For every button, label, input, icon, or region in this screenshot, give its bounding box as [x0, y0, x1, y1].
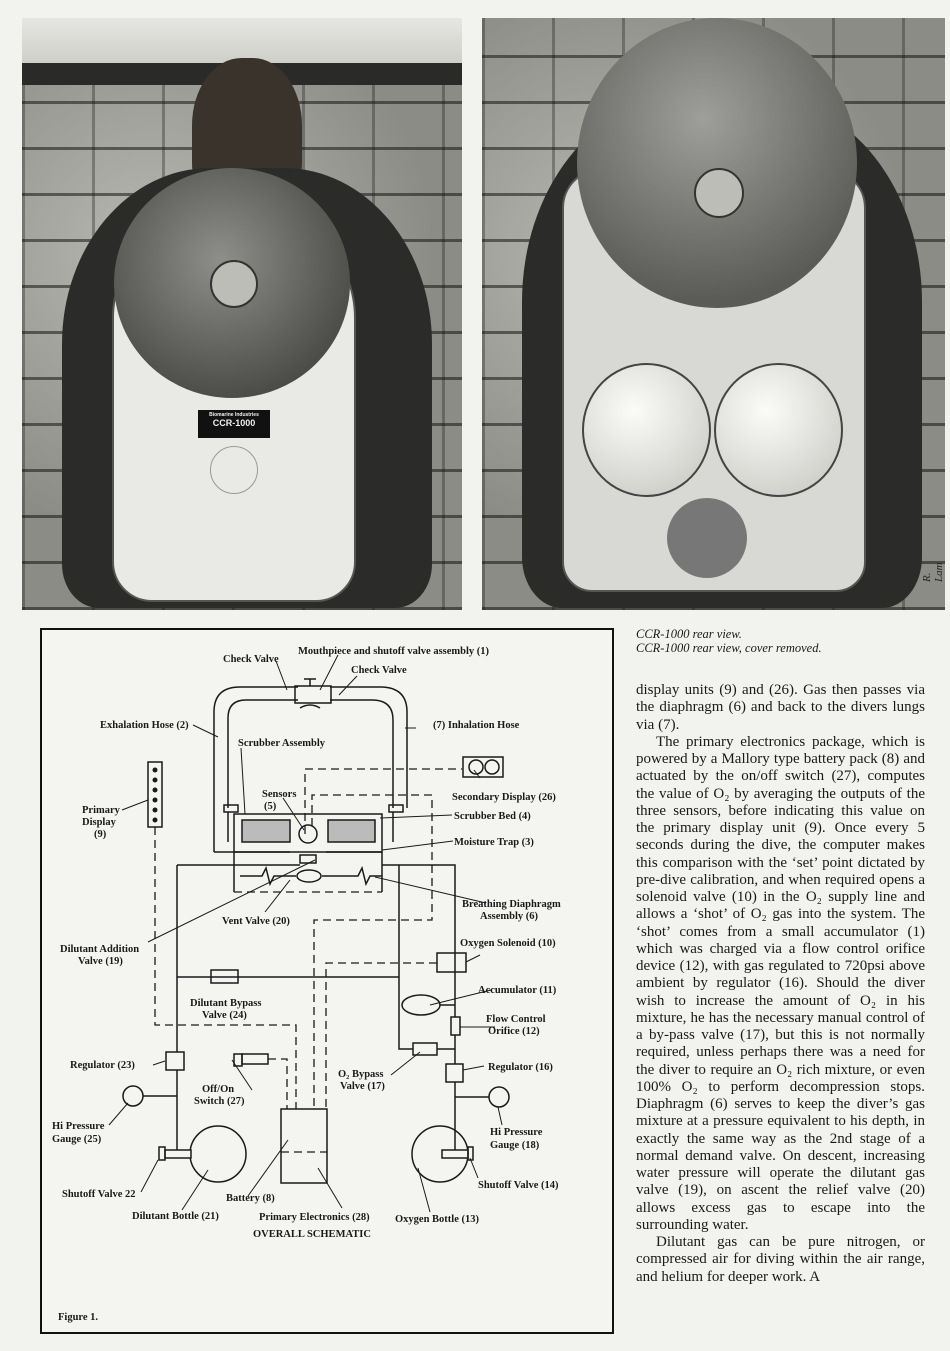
caption-rear-view: CCR-1000 rear view. [636, 627, 742, 641]
mouthpiece [294, 685, 332, 704]
solenoid-signal-line [325, 962, 437, 1109]
dilutant-bottle [189, 1125, 247, 1183]
dome-cap [210, 260, 258, 308]
label-hi-pressure-18: Hi Pressure [490, 1127, 543, 1138]
photo-credit: R. Lam [921, 562, 945, 582]
label-exhalation-hose: Exhalation Hose (2) [100, 720, 189, 731]
label-moisture-trap: Moisture Trap (3) [454, 837, 534, 848]
label-dilutant-addition-2: Valve (19) [78, 956, 123, 967]
photo-ccr-rear-view: Biomarine Industries CCR-1000 [22, 18, 462, 610]
oxygen-solenoid [436, 952, 467, 973]
electronics-canister [667, 498, 747, 578]
label-primary-display-3: (9) [94, 829, 107, 840]
shutoff-valve-22 [158, 1146, 166, 1161]
label-off-on-switch: Off/On [202, 1084, 234, 1095]
label-vent-valve: Vent Valve (20) [222, 916, 290, 927]
schematic-figure: Mouthpiece and shutoff valve assembly (1… [40, 628, 614, 1334]
label-dilutant-bottle: Dilutant Bottle (21) [132, 1211, 219, 1222]
label-dilutant-bypass-2: Valve (24) [202, 1010, 247, 1021]
regulator-23 [165, 1051, 185, 1071]
label-primary-display-2: Display [82, 817, 117, 828]
label-regulator-16: Regulator (16) [488, 1062, 553, 1073]
sky [22, 18, 462, 63]
hi-pressure-gauge-18 [488, 1086, 510, 1108]
label-accumulator: Accumulator (11) [478, 985, 557, 996]
label-regulator-23: Regulator (23) [70, 1060, 135, 1071]
display-signal-line [154, 827, 297, 1109]
label-check-valve-left: Check Valve [223, 654, 279, 665]
switch-signal-line [268, 1058, 288, 1109]
scrubber-dome [577, 18, 857, 308]
label-oxygen-solenoid: Oxygen Solenoid (10) [460, 938, 556, 949]
label-shutoff-14: Shutoff Valve (14) [478, 1180, 559, 1191]
label-sensors-number: (5) [264, 801, 277, 812]
oxygen-line [382, 864, 456, 1150]
mouthpiece-knob [299, 678, 321, 709]
vent-valve [296, 869, 322, 883]
label-dilutant-bypass: Dilutant Bypass [190, 998, 261, 1009]
dilutant-bypass-valve [210, 969, 239, 984]
model-badge: Biomarine Industries CCR-1000 [198, 410, 270, 438]
exhalation-hose-outer [213, 686, 298, 852]
badge-brand: Biomarine Industries [209, 412, 259, 418]
inhalation-hose-inner [330, 699, 394, 808]
label-flow-control: Flow Control [486, 1014, 546, 1025]
label-dilutant-addition: Dilutant Addition [60, 944, 139, 955]
sensor-signal-line [311, 794, 433, 1109]
label-mouthpiece: Mouthpiece and shutoff valve assembly (1… [298, 646, 490, 657]
label-secondary-display: Secondary Display (26) [452, 792, 556, 803]
dilutant-bottle [582, 363, 711, 497]
scrubber-bed-right [327, 819, 376, 843]
label-scrubber-bed: Scrubber Bed (4) [454, 811, 531, 822]
label-o2-bypass: O₂ Bypass [338, 1069, 383, 1080]
label-off-on-switch-2: Switch (27) [194, 1096, 245, 1107]
badge-model: CCR-1000 [212, 418, 256, 428]
caption-cover-removed: CCR-1000 rear view, cover removed. [636, 641, 822, 655]
overall-schematic: Mouthpiece and shutoff valve assembly (1… [52, 646, 561, 1323]
photo-ccr-cover-removed [482, 18, 945, 610]
primary-electronics [280, 1108, 328, 1184]
schematic-title: OVERALL SCHEMATIC [253, 1229, 371, 1240]
scrubber-assembly-box [233, 813, 383, 853]
secondary-display [462, 756, 504, 778]
paragraph: Dilutant gas can be pure nitrogen, or co… [636, 1234, 925, 1285]
label-battery: Battery (8) [226, 1193, 275, 1204]
sensors [298, 824, 318, 844]
exhalation-hose-inner [227, 699, 298, 808]
label-check-valve-right: Check Valve [351, 665, 407, 676]
article-body: display units (9) and (26). Gas then pas… [636, 682, 925, 1286]
oxygen-bottle [714, 363, 843, 497]
label-breathing-diaphragm: Breathing Diaphragm [462, 899, 561, 910]
photo-captions: CCR-1000 rear view. CCR-1000 rear view, … [636, 627, 822, 655]
flow-control-orifice [450, 1016, 461, 1036]
dilutant-addition-valve [299, 854, 317, 864]
logo-emblem [210, 446, 258, 494]
label-inhalation-hose: (7) Inhalation Hose [433, 720, 520, 731]
label-hi-pressure-25-2: Gauge (25) [52, 1134, 102, 1145]
secondary-display-signal-line [304, 768, 462, 834]
label-hi-pressure-25: Hi Pressure [52, 1121, 105, 1132]
accumulator [401, 994, 441, 1016]
regulator-16 [445, 1063, 464, 1083]
label-shutoff-22: Shutoff Valve 22 [62, 1189, 136, 1200]
paragraph: The primary electronics package, which i… [636, 733, 925, 1233]
dilutant-line [176, 864, 300, 1150]
off-on-switch [241, 1053, 269, 1065]
label-scrubber-assembly: Scrubber Assembly [238, 738, 326, 749]
hi-pressure-gauge-25 [122, 1085, 144, 1107]
label-flow-control-2: Orifice (12) [488, 1026, 540, 1037]
label-o2-bypass-2: Valve (17) [340, 1081, 385, 1092]
label-breathing-diaphragm-2: Assembly (6) [480, 911, 539, 922]
scrubber-bed-left [241, 819, 291, 843]
inhalation-hose-outer [330, 686, 408, 808]
label-primary-electronics: Primary Electronics (28) [259, 1212, 370, 1223]
label-sensors: Sensors [262, 789, 296, 800]
paragraph: display units (9) and (26). Gas then pas… [636, 682, 925, 733]
figure-number: Figure 1. [58, 1312, 98, 1323]
label-hi-pressure-18-2: Gauge (18) [490, 1140, 540, 1151]
dome-cap [694, 168, 744, 218]
label-primary-display: Primary [82, 805, 121, 816]
label-oxygen-bottle: Oxygen Bottle (13) [395, 1214, 479, 1225]
o2-bypass-valve [412, 1042, 438, 1056]
